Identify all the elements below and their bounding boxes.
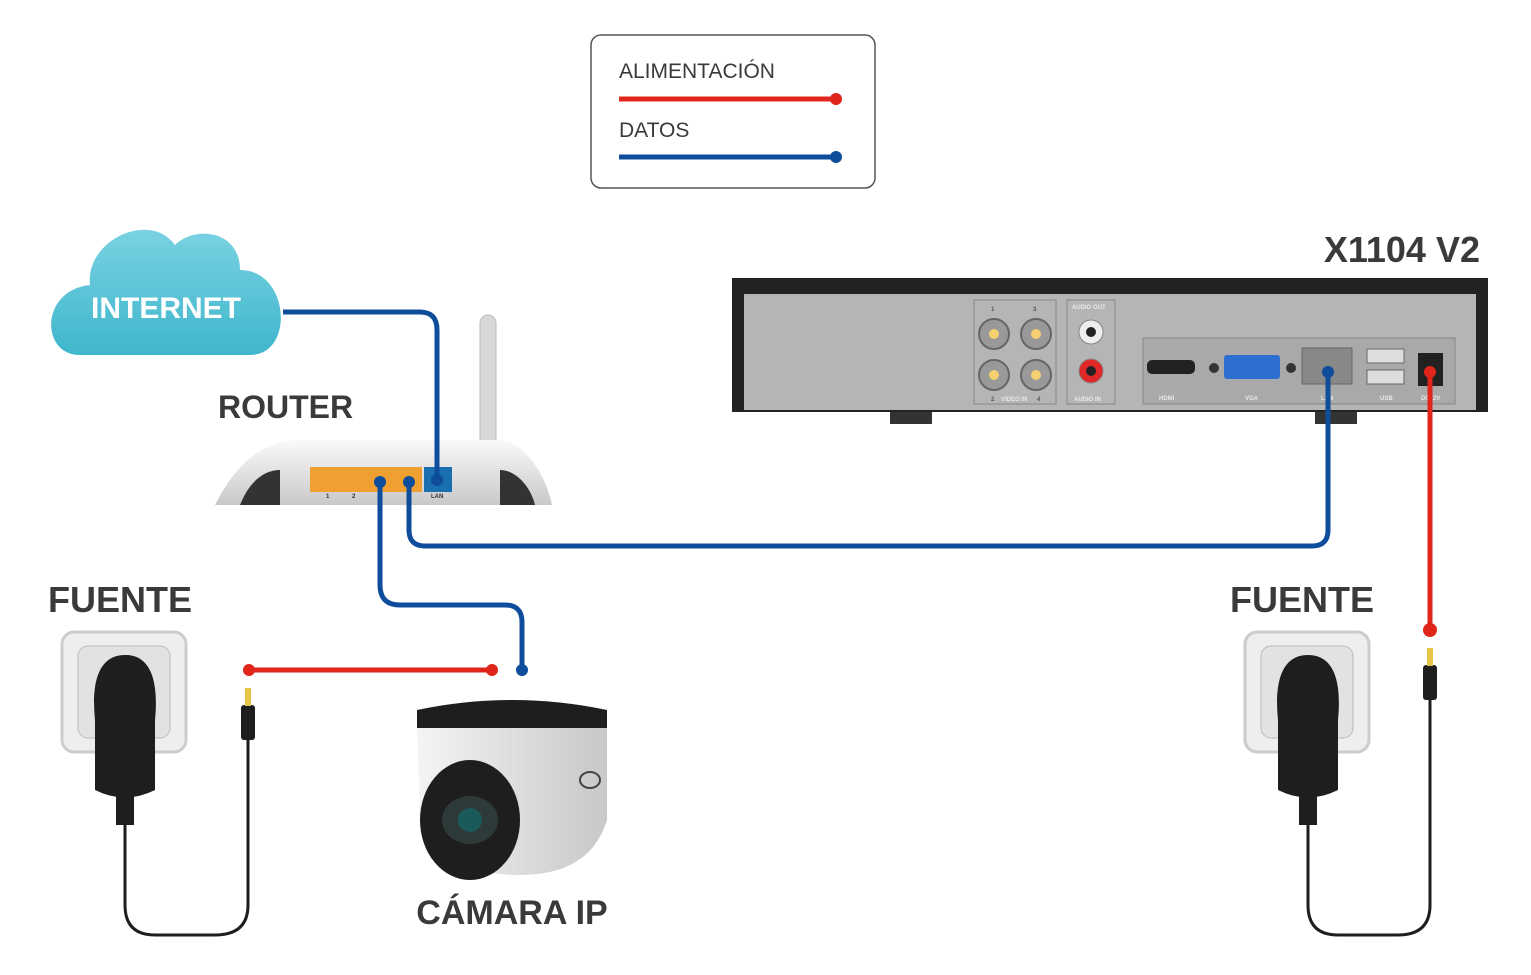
legend-power-label: ALIMENTACIÓN (619, 60, 775, 83)
data-cables (283, 309, 1331, 668)
legend-power-dot (830, 93, 842, 105)
usb-port-2 (1366, 369, 1405, 385)
power-left-label: FUENTE (48, 579, 192, 620)
camera-label: CÁMARA IP (416, 894, 607, 932)
audio-out-label: AUDIO OUT (1072, 305, 1106, 311)
power-cables (243, 366, 1437, 676)
usb-port-1 (1366, 348, 1405, 364)
router-label: ROUTER (218, 389, 353, 425)
power-adapter-icon (1277, 655, 1339, 798)
router-port-lan-label: LAN (431, 494, 443, 500)
video-2-label: 2 (991, 397, 995, 403)
video-4-label: 4 (1037, 397, 1041, 403)
dvr: X1104 V2 1 2 3 4 VIDEO IN AUDIO OUT AUDI… (732, 229, 1488, 424)
vga-label: VGA (1245, 396, 1259, 402)
router-port-2-label: 2 (352, 494, 356, 500)
legend-data-label: DATOS (619, 119, 689, 142)
power-supply-left: FUENTE (48, 579, 255, 937)
cable-router-dvr (406, 372, 1331, 549)
video-in-label: VIDEO IN (1001, 397, 1027, 403)
internet-cloud: INTERNET (51, 229, 281, 355)
hdmi-port (1147, 360, 1195, 374)
power-supply-right: FUENTE (1230, 579, 1437, 937)
hdmi-label: HDMI (1159, 396, 1175, 402)
legend: ALIMENTACIÓN DATOS (590, 34, 876, 189)
router-port-1-label: 1 (326, 494, 330, 500)
internet-label: INTERNET (91, 292, 241, 325)
cable-internet-router (283, 309, 440, 480)
audio-in-label: AUDIO IN (1074, 397, 1101, 403)
cable-router-camera (377, 482, 525, 668)
vga-port (1224, 355, 1280, 379)
video-3-label: 3 (1033, 307, 1037, 313)
power-adapter-icon (94, 655, 156, 798)
legend-data-dot (830, 151, 842, 163)
ip-camera: CÁMARA IP (416, 700, 608, 932)
video-in-ports (978, 318, 1052, 391)
router-lan-ports (310, 467, 422, 492)
usb-label: USB (1380, 396, 1393, 402)
brand-logo (579, 771, 601, 789)
power-right-label: FUENTE (1230, 579, 1374, 620)
router: 1 2 LAN ROUTER (215, 314, 552, 505)
video-1-label: 1 (991, 307, 995, 313)
dvr-model-label: X1104 V2 (1324, 229, 1480, 270)
